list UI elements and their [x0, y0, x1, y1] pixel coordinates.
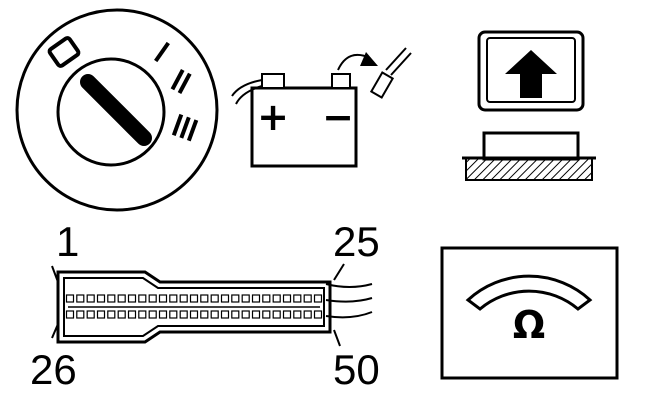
connector-pin-bottom-18: [241, 310, 250, 319]
connector-pin-bottom-4: [96, 310, 106, 319]
connector-pin-top-6: [117, 294, 126, 303]
connector-pinout-icon: 1 25 26 50: [30, 218, 380, 393]
connector-pin-top-19: [251, 294, 261, 303]
battery-disconnect-icon: + −: [231, 47, 412, 168]
connector-pin-top-11: [169, 294, 178, 303]
pin-label-50: 50: [333, 346, 380, 393]
connector-pin-bottom-24: [303, 310, 312, 319]
pin-label-26: 26: [30, 346, 77, 393]
connector-pin-bottom-23: [293, 310, 302, 319]
connector-pin-top-1: [65, 294, 75, 303]
connector-pin-top-24: [303, 294, 312, 303]
connector-pin-bottom-7: [127, 310, 137, 319]
connector-pin-bottom-16: [220, 310, 230, 319]
connector-pin-top-3: [86, 294, 95, 303]
connector-pin-bottom-5: [107, 310, 116, 319]
connector-pin-top-21: [272, 294, 281, 303]
connector-pin-top-10: [158, 294, 168, 303]
connector-pin-bottom-8: [138, 310, 147, 319]
connector-pin-top-25: [313, 294, 323, 303]
pin-label-1: 1: [56, 218, 79, 265]
connector-pin-top-22: [282, 294, 292, 303]
positive-terminal-label: +: [257, 95, 289, 139]
connector-pin-bottom-15: [210, 310, 219, 319]
connector-pin-top-12: [179, 294, 188, 303]
connector-pin-bottom-10: [158, 310, 168, 319]
connector-pin-top-2: [76, 294, 85, 303]
connector-pin-top-13: [189, 294, 199, 303]
connector-pin-top-9: [148, 294, 157, 303]
connector-pin-top-17: [231, 294, 240, 303]
raise-arrow-icon: [462, 30, 596, 181]
connector-pin-bottom-14: [200, 310, 209, 319]
connector-pin-top-4: [96, 294, 106, 303]
connector-pin-top-14: [200, 294, 209, 303]
connector-pin-bottom-3: [86, 310, 95, 319]
connector-pin-bottom-2: [76, 310, 85, 319]
connector-pin-bottom-17: [231, 310, 240, 319]
ignition-switch-icon: [15, 8, 219, 212]
connector-pin-bottom-19: [251, 310, 261, 319]
ohm-symbol: Ω: [513, 303, 545, 347]
connector-pin-bottom-25: [313, 310, 323, 319]
connector-pin-bottom-21: [272, 310, 281, 319]
connector-pin-bottom-13: [189, 310, 199, 319]
connector-pin-bottom-22: [282, 310, 292, 319]
connector-pin-top-23: [293, 294, 302, 303]
connector-pin-bottom-6: [117, 310, 126, 319]
connector-pin-bottom-9: [148, 310, 157, 319]
connector-pin-bottom-12: [179, 310, 188, 319]
connector-pin-top-8: [138, 294, 147, 303]
connector-pin-bottom-20: [262, 310, 271, 319]
connector-pin-top-18: [241, 294, 250, 303]
ohmmeter-icon: Ω: [440, 246, 619, 380]
negative-terminal-label: −: [322, 95, 354, 139]
pin-label-25: 25: [333, 218, 380, 265]
connector-pin-top-16: [220, 294, 230, 303]
connector-pin-top-20: [262, 294, 271, 303]
connector-pin-top-5: [107, 294, 116, 303]
connector-pin-bottom-11: [169, 310, 178, 319]
connector-pins-top: [65, 294, 323, 303]
connector-pins-bottom: [65, 310, 323, 319]
connector-pin-bottom-1: [65, 310, 75, 319]
connector-pin-top-15: [210, 294, 219, 303]
connector-pin-top-7: [127, 294, 137, 303]
